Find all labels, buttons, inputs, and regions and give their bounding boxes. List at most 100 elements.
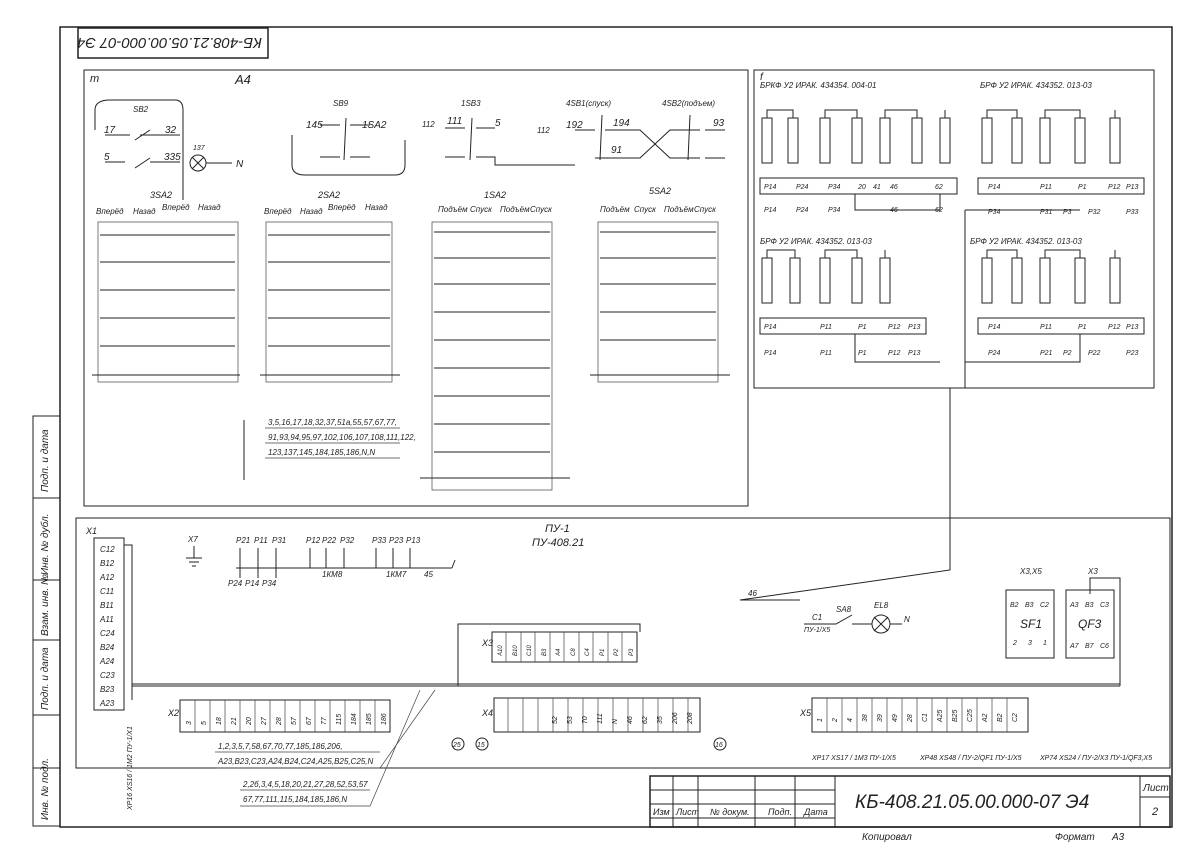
sb2-circuit: SB2 17 32 5 335 137 N <box>94 99 244 200</box>
relay: Р23 <box>389 536 404 545</box>
pin: Р14 <box>764 324 777 331</box>
pin: Р33 <box>1126 209 1139 216</box>
pin: Р14 <box>764 184 777 191</box>
mode: Спуск <box>634 205 657 214</box>
mode: Спуск <box>470 205 493 214</box>
pin: С8 <box>571 648 577 656</box>
pin: 70 <box>582 716 589 724</box>
title-col: Дата <box>803 807 828 817</box>
x7-ground-icon: X7 <box>186 535 202 567</box>
pin: 67 <box>306 716 313 725</box>
group-2sa2: 2SA2 Вперёд Назад Вперёд Назад <box>264 190 393 383</box>
group-1sa2-name: 1SA2 <box>484 190 506 200</box>
flipped-code-box: КБ-408.21.05.00.000-07 Э4 <box>77 27 269 59</box>
bus-list-1b: А23,В23,С23,А24,В24,С24,А25,В25,С25,N <box>217 757 373 766</box>
block-4-pins: Р14 Р11 Р1 Р12 Р13 Р24 Р21 Р2 Р22 Р23 <box>988 324 1139 357</box>
wire-46: 46 <box>748 589 757 598</box>
pin: Р24 <box>796 184 809 191</box>
mode: Вперёд <box>328 203 356 212</box>
pin: 49 <box>892 714 899 722</box>
wire-32: 32 <box>165 125 177 136</box>
pin: Р34 <box>828 184 841 191</box>
mode: Вперёд <box>96 207 124 216</box>
pin: Р23 <box>1126 350 1139 357</box>
wire-194: 91 <box>611 145 622 156</box>
pin: 35 <box>657 716 664 724</box>
pin: Р1 <box>858 350 867 357</box>
mode: Подъём <box>500 205 530 214</box>
pu-title: ПУ-1 <box>545 523 570 535</box>
block-4-name: БРФ У2 ИРАК. 434352. 013-03 <box>970 237 1082 246</box>
pin: С23 <box>100 671 115 680</box>
pin: В2 <box>1010 602 1019 609</box>
circle-label: 15 <box>477 742 485 749</box>
group-5sa2: 5SA2 Подъём Спуск Подъём Спуск <box>597 186 719 383</box>
pin: 3 <box>1028 640 1032 647</box>
pin: 2 <box>1012 640 1017 647</box>
panel-a4-label: A4 <box>234 72 251 87</box>
pin: 62 <box>935 207 943 214</box>
stamp-3: Взам. инв. № <box>40 574 51 636</box>
group-3sa2-name: 3SA2 <box>150 190 172 200</box>
group-3sa2: 3SA2 Вперёд Назад Вперёд Назад <box>96 190 239 383</box>
pin: Р11 <box>820 324 832 331</box>
wire-192: 194 <box>613 118 630 129</box>
circle-label: 16 <box>715 742 723 749</box>
pin: 57 <box>291 716 298 725</box>
connector-ref: ХР17 ХS17 / 1М3 ПУ-1/Х5 <box>811 755 896 762</box>
pin: В7 <box>1085 643 1095 650</box>
title-col: № докум. <box>710 807 750 817</box>
wire-335: 335 <box>164 152 181 163</box>
pin: 62 <box>642 716 649 724</box>
pin: С11 <box>100 587 114 596</box>
sf1-breaker: Х3,Х5 SF1 В2 В3 С2 2 3 1 <box>1005 567 1055 659</box>
flipped-code-text: КБ-408.21.05.00.000-07 Э4 <box>77 34 262 51</box>
panel-f: f БРКФ У2 ИРАК. 434354. 004-01 БРФ У2 ИР… <box>753 69 1155 389</box>
pin: 28 <box>907 714 914 723</box>
pin: 1 <box>1043 640 1047 647</box>
pin: Р12 <box>888 350 901 357</box>
mode: Подъём <box>664 205 694 214</box>
pin: Р2 <box>1063 350 1072 357</box>
pin: Р14 <box>988 324 1001 331</box>
pin: 46 <box>890 207 898 214</box>
relay: Р24 <box>228 579 243 588</box>
pin: 208 <box>687 712 694 725</box>
mode: Спуск <box>530 205 553 214</box>
block-2-pins: Р14 Р11 Р1 Р12 Р13 Р34 Р31 Р3 Р32 Р33 <box>988 184 1139 216</box>
stamp-1: Подп. и дата <box>40 429 51 492</box>
pin: 20 <box>857 184 866 191</box>
pin: Р1 <box>858 324 867 331</box>
pin: 206 <box>672 712 679 725</box>
group-2sa2-name: 2SA2 <box>317 190 340 200</box>
pin: С2 <box>1012 713 1019 722</box>
group-1sa2: 1SA2 Подъём Спуск Подъём Спуск <box>431 190 553 491</box>
pin: 46 <box>890 184 898 191</box>
sheet-number: 2 <box>1151 806 1158 818</box>
lamp-h1-label: 137 <box>193 145 206 152</box>
c1-target: ПУ-1/Х5 <box>804 627 830 634</box>
wire-list: 3,5,16,17,18,32,37,51а,55,57,67,77, 91,9… <box>243 418 416 480</box>
mode: Вперёд <box>162 203 190 212</box>
block-1-pins: Р14 Р24 Р34 20 41 46 62 Р14 Р24 Р34 46 6… <box>764 184 943 214</box>
pu-subtitle: ПУ-408.21 <box>532 537 584 549</box>
pin: А7 <box>1069 643 1080 650</box>
panel-a4: m A4 SB2 17 32 5 335 137 N SB9 145 1SA2 <box>83 69 749 507</box>
relay: Р31 <box>272 536 286 545</box>
1sb3-label: 1SB3 <box>461 99 481 108</box>
format-value: А3 <box>1111 832 1125 843</box>
pin: Р3 <box>1063 209 1072 216</box>
pin: А3 <box>1069 602 1079 609</box>
sb2-label: SB2 <box>133 105 149 114</box>
title-col: Лист <box>675 807 700 817</box>
mode: Подъём <box>438 205 468 214</box>
pin: А4 <box>556 648 562 657</box>
wire-5-b: 192 <box>566 120 583 131</box>
panel-a4-corner: m <box>90 73 99 85</box>
mode: Спуск <box>694 205 717 214</box>
pin: 41 <box>873 184 881 191</box>
pin: В10 <box>513 645 519 656</box>
pin: В25 <box>952 709 959 722</box>
mode: Назад <box>300 207 323 216</box>
wire-list-2: 91,93,94,95,97,102,106,107,108,111,122, <box>268 433 416 442</box>
